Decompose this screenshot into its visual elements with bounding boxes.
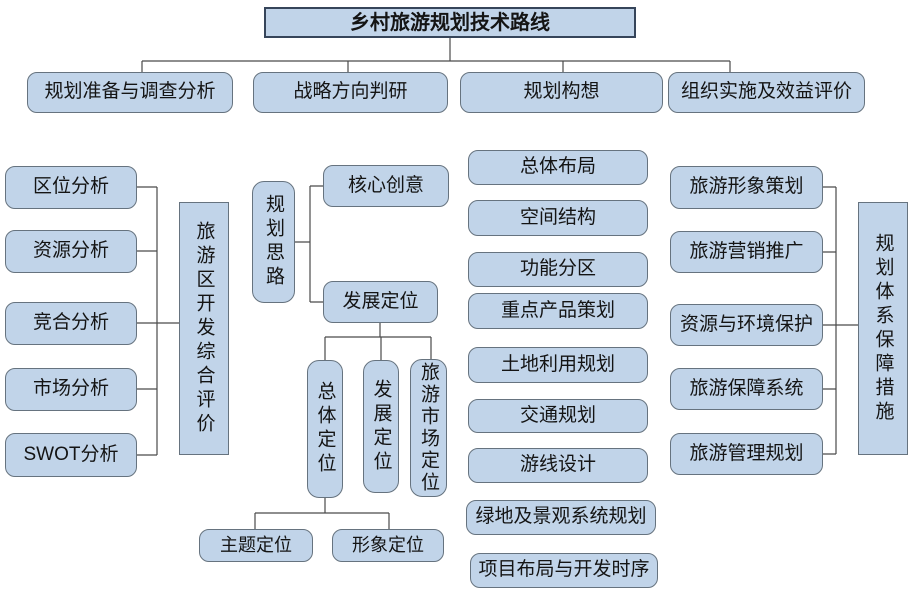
analysis-summary-box: 旅游区开发综合评价 <box>179 202 229 455</box>
sub-positioning-box-image: 形象定位 <box>332 529 444 562</box>
concept-box-overall-layout: 总体布局 <box>468 150 648 185</box>
phase-box-concept: 规划构想 <box>460 72 663 113</box>
phase-box-implementation: 组织实施及效益评价 <box>668 72 865 113</box>
analysis-box-competition: 竞合分析 <box>5 302 137 345</box>
safeguard-box-environment: 资源与环境保护 <box>670 304 823 346</box>
analysis-box-location: 区位分析 <box>5 166 137 209</box>
development-positioning-box: 发展定位 <box>323 281 438 323</box>
sub-positioning-connector <box>254 498 390 529</box>
planning-thought-box: 规划思路 <box>252 181 295 303</box>
sub-positioning-box-theme: 主题定位 <box>199 529 313 562</box>
positioning-box-overall: 总体定位 <box>307 360 343 498</box>
analysis-group-connector <box>137 186 179 456</box>
positioning-box-development: 发展定位 <box>363 360 399 493</box>
concept-box-spatial-structure: 空间结构 <box>468 200 648 236</box>
analysis-box-swot: SWOT分析 <box>5 433 137 477</box>
safeguard-box-image-planning: 旅游形象策划 <box>670 166 823 209</box>
core-creative-box: 核心创意 <box>323 165 449 207</box>
analysis-box-resource: 资源分析 <box>5 230 137 273</box>
concept-box-green-landscape: 绿地及景观系统规划 <box>466 500 656 535</box>
concept-box-project-phasing: 项目布局与开发时序 <box>470 553 658 588</box>
positioning-box-tourism-market: 旅游市场定位 <box>410 359 447 497</box>
safeguard-box-marketing: 旅游营销推广 <box>670 231 823 273</box>
safeguard-box-management: 旅游管理规划 <box>670 433 823 475</box>
top-tree-connector <box>141 38 731 72</box>
safeguard-box-support-system: 旅游保障系统 <box>670 368 823 410</box>
safeguard-group-connector <box>823 186 858 455</box>
phase-box-preparation: 规划准备与调查分析 <box>27 72 233 113</box>
safeguard-summary-box: 规划体系保障措施 <box>858 202 908 455</box>
analysis-box-market: 市场分析 <box>5 368 137 411</box>
planning-thought-connector <box>295 185 323 303</box>
chart-title: 乡村旅游规划技术路线 <box>264 7 636 38</box>
phase-box-strategy: 战略方向判研 <box>253 72 448 113</box>
concept-box-functional-zoning: 功能分区 <box>468 252 648 287</box>
positioning-connector <box>324 323 432 360</box>
concept-box-land-use: 土地利用规划 <box>468 347 648 383</box>
concept-box-traffic-planning: 交通规划 <box>468 399 648 433</box>
concept-box-key-products: 重点产品策划 <box>468 293 648 329</box>
concept-box-tour-route-design: 游线设计 <box>468 448 648 483</box>
